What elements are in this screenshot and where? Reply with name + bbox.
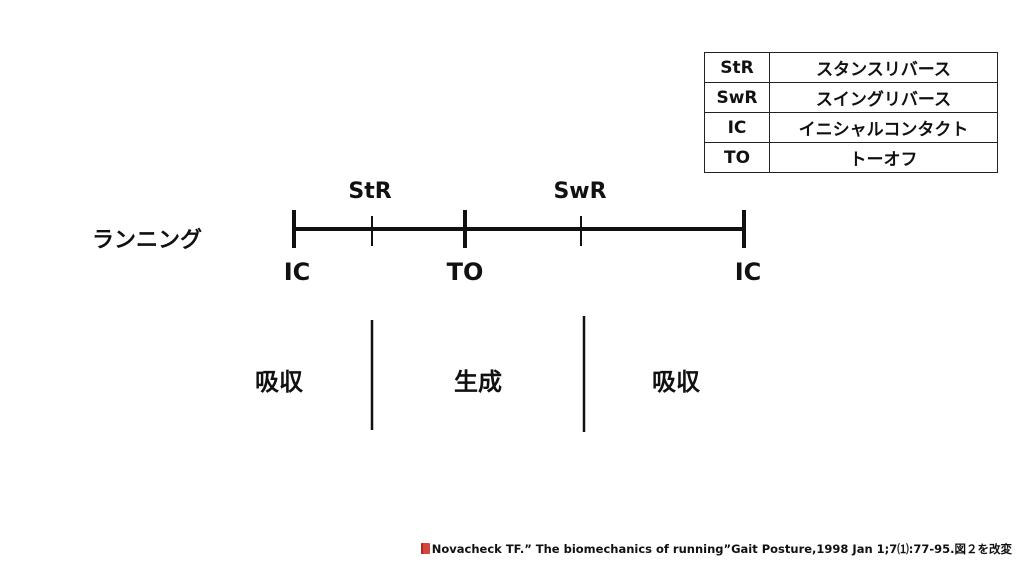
legend-abbr: TO (704, 142, 770, 173)
legend-row: StR スタンスリバース (704, 52, 998, 83)
legend-full: スタンスリバース (769, 52, 998, 83)
legend-full: スイングリバース (769, 82, 998, 113)
label-ic-end: IC (734, 258, 762, 286)
phase-absorption-first: 吸収 (255, 368, 303, 396)
abbreviation-legend-table: StR スタンスリバース SwR スイングリバース IC イニシャルコンタクト … (704, 52, 998, 173)
legend-full: トーオフ (769, 142, 998, 173)
phase-generation: 生成 (454, 368, 502, 396)
legend-abbr: StR (704, 52, 770, 83)
citation-text: Novacheck TF.” The biomechanics of runni… (431, 542, 1012, 556)
phase-absorption-last: 吸収 (652, 368, 700, 396)
legend-row: TO トーオフ (704, 142, 998, 173)
label-swr: SwR (553, 179, 607, 204)
label-ic-start: IC (283, 258, 311, 286)
legend-row: IC イニシャルコンタクト (704, 112, 998, 143)
label-to: TO (446, 258, 484, 286)
running-row-label: ランニング (92, 228, 203, 253)
citation-footer: Novacheck TF.” The biomechanics of runni… (420, 541, 1012, 557)
legend-row: SwR スイングリバース (704, 82, 998, 113)
book-icon (420, 543, 430, 554)
label-str: StR (348, 179, 392, 204)
legend-full: イニシャルコンタクト (769, 112, 998, 143)
